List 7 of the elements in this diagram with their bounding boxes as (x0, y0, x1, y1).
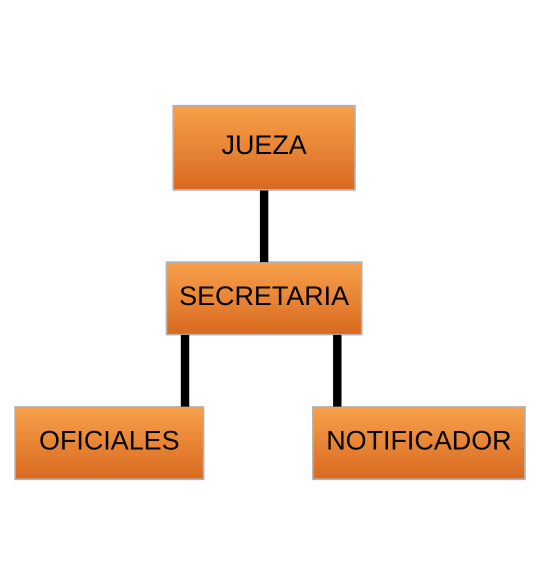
connector (260, 190, 268, 262)
node-box: SECRETARIA (166, 260, 363, 335)
node-box: OFICIALES (14, 406, 204, 480)
node-box: NOTIFICADOR (312, 406, 526, 480)
connector (180, 334, 190, 406)
connector (333, 334, 342, 406)
node-box: JUEZA (172, 104, 356, 190)
